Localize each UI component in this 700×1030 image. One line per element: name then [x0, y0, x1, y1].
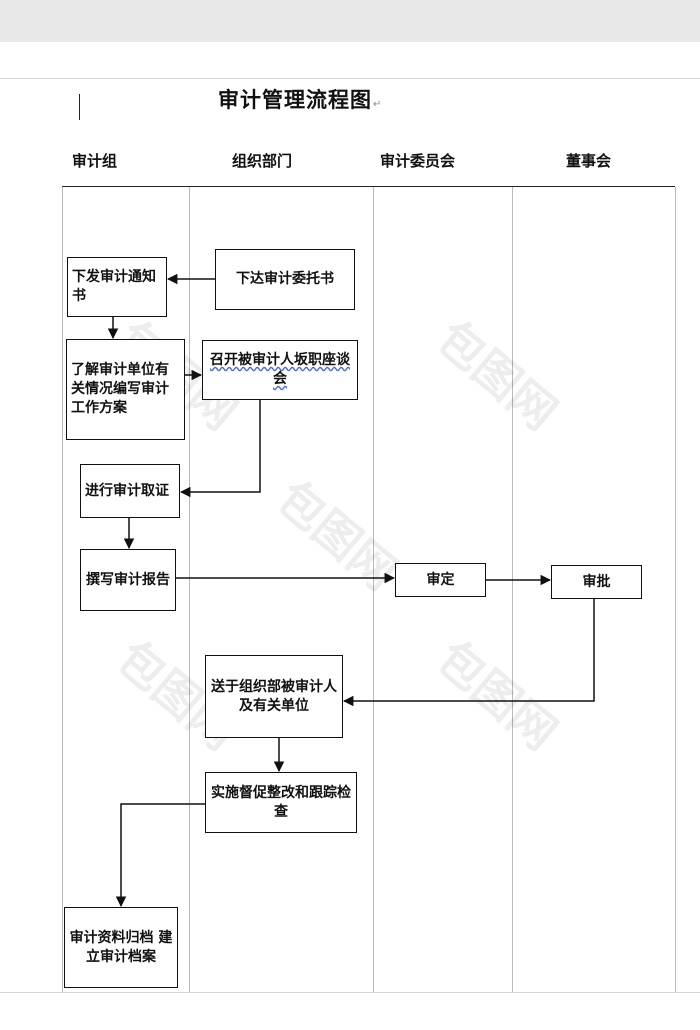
text-cursor	[79, 94, 80, 120]
lane-header-audit-group: 审计组	[72, 152, 118, 170]
lane-divider	[512, 187, 513, 992]
lane-header-audit-committee: 审计委员会	[380, 152, 456, 170]
page-title: 审计管理流程图↵	[218, 88, 383, 112]
page-top-edge	[0, 78, 700, 79]
connector-rectify-to-archive	[115, 803, 205, 908]
node-collect-evidence: 进行审计取证	[80, 464, 180, 518]
watermark: 包图网	[426, 310, 568, 441]
watermark: 包图网	[266, 470, 408, 601]
node-approve: 审批	[551, 565, 642, 599]
lane-divider	[675, 187, 676, 992]
node-hold-meeting: 召开被审计人坂职座谈会	[202, 340, 358, 400]
lane-header-board: 董事会	[566, 152, 612, 170]
node-understand-and-plan: 了解审计单位有关情况编写审计工作方案	[66, 339, 185, 440]
node-write-report: 撰写审计报告	[80, 549, 176, 611]
watermark: 包图网	[426, 630, 568, 761]
node-review: 审定	[395, 563, 486, 597]
page-bottom-edge	[0, 992, 700, 993]
node-send-to-org: 送于组织部被审计人 及有关单位	[205, 655, 343, 738]
node-archive: 审计资料归档 建立审计档案	[64, 907, 178, 988]
lane-divider	[62, 187, 63, 992]
lane-divider	[373, 187, 374, 992]
node-rectify-and-track: 实施督促整改和跟踪检查	[205, 772, 357, 833]
lane-header-rule	[62, 186, 675, 187]
lane-header-org-dept: 组织部门	[232, 152, 293, 170]
node-issue-notice: 下发审计通知书	[67, 257, 167, 317]
lane-divider	[189, 187, 190, 992]
node-issue-commission: 下达审计委托书	[215, 249, 355, 310]
window-top-bar	[0, 0, 700, 42]
